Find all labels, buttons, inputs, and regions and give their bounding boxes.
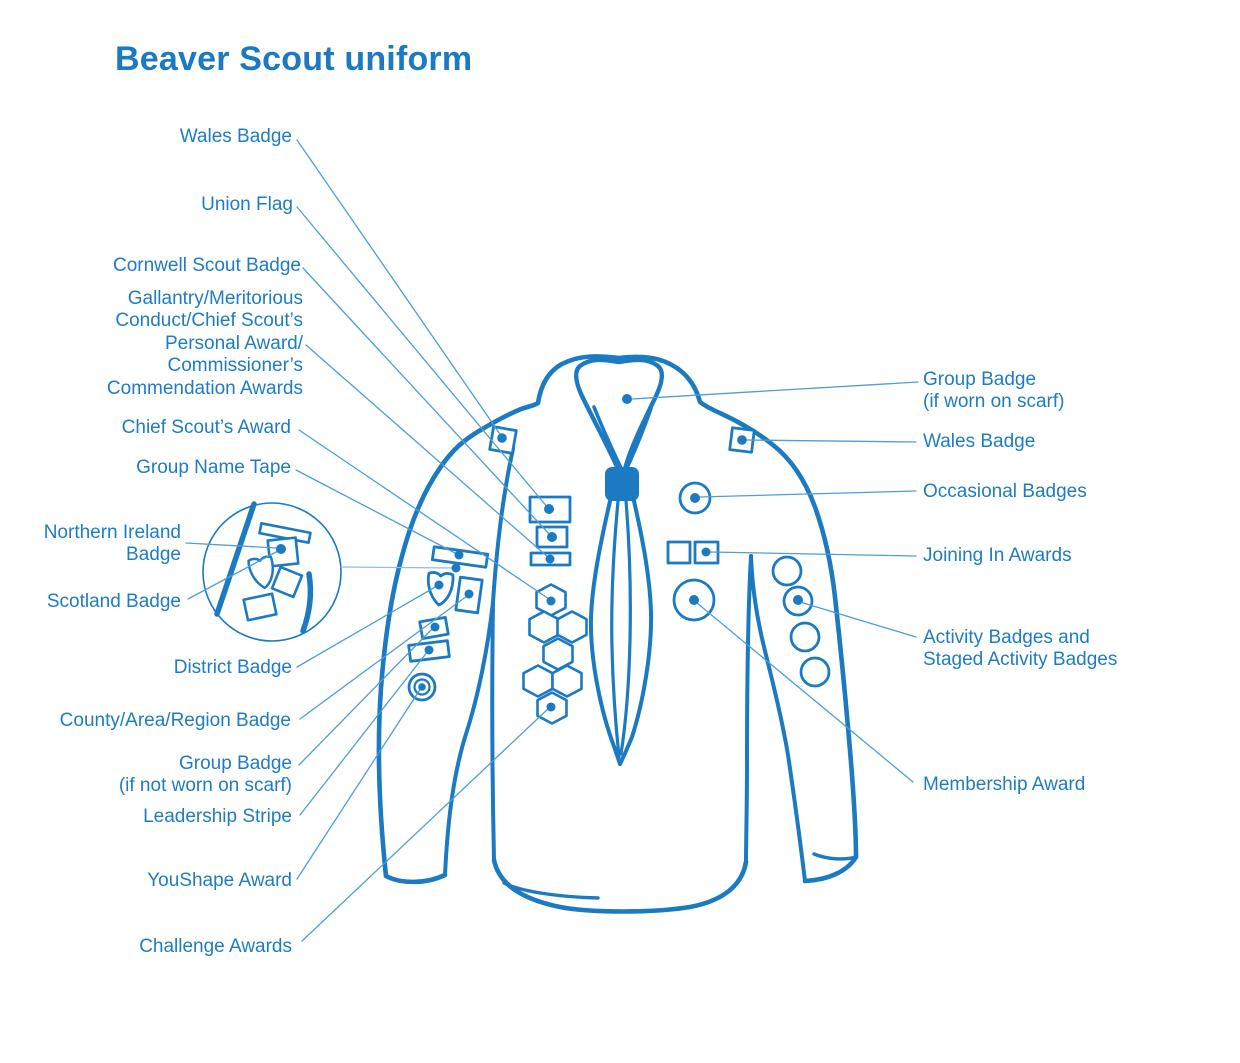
- label-chief-scouts-award: Chief Scout’s Award: [121, 417, 291, 438]
- sweatshirt-outline: [376, 354, 859, 914]
- position-dots: [276, 394, 803, 712]
- inset-rotated-badge: [270, 565, 304, 599]
- inset-bottom-badge: [242, 592, 278, 622]
- line-union-flag: [296, 206, 549, 509]
- dot-cornwell: [547, 532, 557, 542]
- dot-wales-left: [497, 433, 507, 443]
- line-wales-left: [296, 139, 503, 438]
- line-group-name-tape: [295, 469, 458, 555]
- line-joining-in: [709, 551, 917, 557]
- label-union-flag: Union Flag: [201, 194, 293, 215]
- dot-inset-northern-ireland: [276, 544, 286, 554]
- dot-district: [434, 580, 444, 590]
- label-youshape-award: YouShape Award: [147, 870, 292, 891]
- label-leadership-stripe: Leadership Stripe: [143, 806, 292, 827]
- label-district-badge: District Badge: [173, 657, 292, 678]
- line-county: [299, 595, 468, 720]
- label-county-area-region-badge: County/Area/Region Badge: [59, 710, 291, 731]
- dot-gallantry: [545, 554, 555, 564]
- dot-youshape: [418, 683, 426, 691]
- callout-lines: [185, 139, 919, 942]
- line-inset-connector: [340, 566, 457, 569]
- scarf-and-collar: [573, 357, 665, 766]
- line-gallantry: [305, 344, 550, 559]
- dot-chief-scout-award: [546, 596, 556, 606]
- line-cornwell: [302, 267, 552, 537]
- label-group-name-tape: Group Name Tape: [136, 457, 291, 478]
- line-scotland: [187, 550, 279, 600]
- label-wales-badge-right: Wales Badge: [923, 431, 1036, 452]
- inset-sleeve-seam: [214, 501, 257, 617]
- label-joining-in-awards: Joining In Awards: [923, 545, 1072, 566]
- line-northern-ireland: [185, 542, 278, 549]
- sleeve-detail-inset: [202, 501, 342, 642]
- label-cornwell-scout-badge: Cornwell Scout Badge: [113, 255, 301, 276]
- dot-leadership: [424, 645, 434, 655]
- joining-in-award-1: [666, 540, 692, 565]
- challenge-award-hexagons: [522, 583, 588, 725]
- line-occasional: [698, 490, 917, 498]
- page-title: Beaver Scout uniform: [115, 40, 473, 78]
- dot-group-name-tape: [454, 550, 464, 560]
- label-challenge-awards: Challenge Awards: [139, 936, 292, 957]
- label-wales-badge-left: Wales Badge: [179, 126, 292, 147]
- inset-sleeve-edge: [300, 571, 314, 634]
- label-northern-ireland-badge: Northern Ireland Badge: [43, 522, 181, 566]
- dot-group-badge-scarf: [622, 394, 632, 404]
- label-occasional-badges: Occasional Badges: [923, 481, 1087, 502]
- line-activity-badges: [799, 601, 917, 638]
- label-scotland-badge: Scotland Badge: [46, 591, 181, 612]
- label-group-badge-not-scarf: Group Badge (if not worn on scarf): [118, 753, 292, 797]
- line-district: [296, 585, 438, 668]
- activity-badge-3: [789, 621, 821, 653]
- activity-badge-1: [771, 555, 803, 587]
- dot-occasional: [690, 493, 700, 503]
- line-leadership-stripe: [299, 650, 429, 816]
- line-group-badge-scarf: [631, 381, 919, 400]
- right-chest-badges: [666, 426, 756, 622]
- left-sleeve-badges: [407, 545, 490, 702]
- inset-circle: [202, 502, 342, 642]
- line-membership: [696, 602, 914, 783]
- dot-activity: [793, 595, 803, 605]
- dot-membership: [689, 595, 699, 605]
- dot-county: [464, 589, 474, 599]
- line-youshape: [296, 687, 422, 880]
- label-gallantry-awards: Gallantry/Meritorious Conduct/Chief Scou…: [106, 288, 303, 399]
- woggle: [605, 467, 639, 501]
- line-challenge-awards: [301, 706, 551, 942]
- dot-inset-anchor: [451, 563, 461, 573]
- chest-badges: [488, 425, 572, 567]
- dot-challenge: [546, 702, 556, 712]
- line-group-badge-sleeve: [298, 627, 434, 766]
- dot-group-badge-sleeve: [430, 622, 440, 632]
- activity-badge-4: [799, 656, 831, 688]
- label-group-badge-scarf: Group Badge (if worn on scarf): [923, 369, 1065, 413]
- dot-wales-right: [737, 435, 747, 445]
- activity-badge-column: [771, 555, 831, 688]
- label-activity-badges: Activity Badges and Staged Activity Badg…: [923, 627, 1118, 671]
- line-chief-scout-award: [298, 429, 550, 600]
- dot-union-flag: [544, 504, 554, 514]
- label-membership-award: Membership Award: [923, 774, 1086, 795]
- dot-joining-in: [701, 547, 711, 557]
- line-wales-right: [745, 439, 917, 443]
